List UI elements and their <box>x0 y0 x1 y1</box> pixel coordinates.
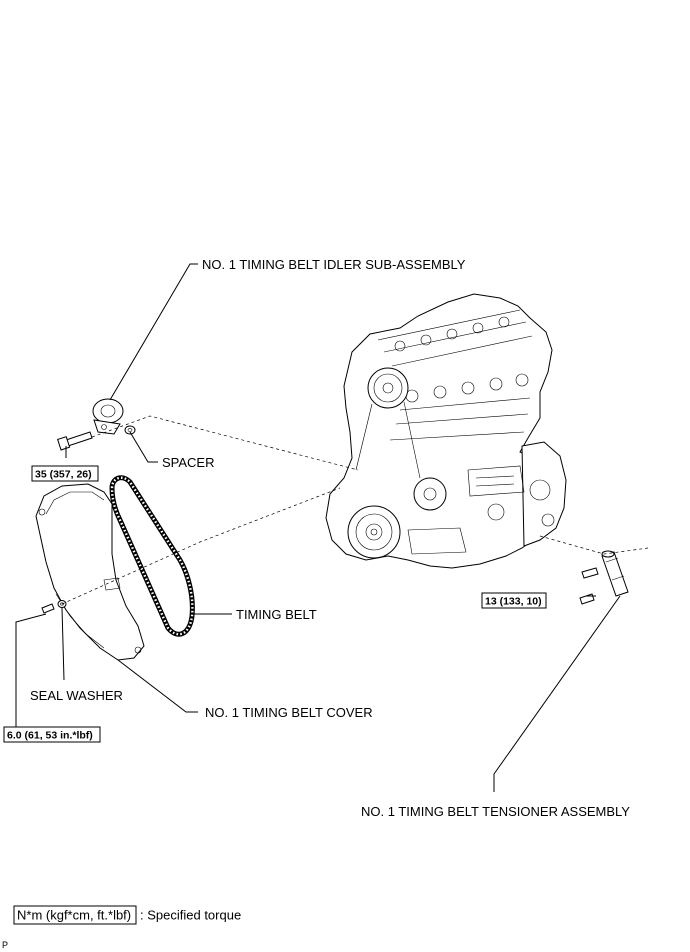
idler-label: NO. 1 TIMING BELT IDLER SUB-ASSEMBLY <box>202 257 466 272</box>
figure-code: P <box>2 940 8 950</box>
legend-description: : Specified torque <box>140 908 241 923</box>
torque-legend: N*m (kgf*cm, ft.*lbf) : Specified torque <box>13 905 241 925</box>
cover-bolt-torque: 6.0 (61, 53 in.*lbf) <box>3 726 101 743</box>
engine-block-illustration <box>325 293 567 569</box>
spacer-illustration <box>124 425 136 435</box>
spacer-label: SPACER <box>162 455 215 470</box>
water-pump-pulley <box>413 477 447 511</box>
tensioner-illustration <box>601 550 629 597</box>
tensioner-bolts-illustration <box>579 567 599 605</box>
seal-washer-label: SEAL WASHER <box>30 688 123 703</box>
cover-bolt-illustration <box>41 603 55 614</box>
cover-label: NO. 1 TIMING BELT COVER <box>205 705 373 720</box>
timing-belt-cover-illustration <box>35 483 145 661</box>
tensioner-bolt-torque-text: 13 (133, 10) <box>485 596 542 608</box>
camshaft-pulley <box>367 367 409 409</box>
idler-pulley-illustration <box>92 398 124 435</box>
cam-cover-bolts <box>394 316 529 403</box>
tensioner-bolt-torque: 13 (133, 10) <box>481 592 547 609</box>
timing-belt-illustration <box>109 475 195 637</box>
timing-belt-label: TIMING BELT <box>236 607 317 622</box>
tensioner-label: NO. 1 TIMING BELT TENSIONER ASSEMBLY <box>361 804 630 819</box>
legend-unit-text: N*m (kgf*cm, ft.*lbf) <box>17 908 131 923</box>
assembly-alignment-lines <box>61 415 649 605</box>
cover-bolt-torque-text: 6.0 (61, 53 in.*lbf) <box>7 730 93 742</box>
idler-bolt-illustration <box>57 431 93 451</box>
idler-bolt-torque: 35 (357, 26) <box>31 465 99 482</box>
crankshaft-pulley <box>347 505 401 559</box>
idler-bolt-torque-text: 35 (357, 26) <box>35 469 92 481</box>
leader-lines <box>15 263 621 792</box>
